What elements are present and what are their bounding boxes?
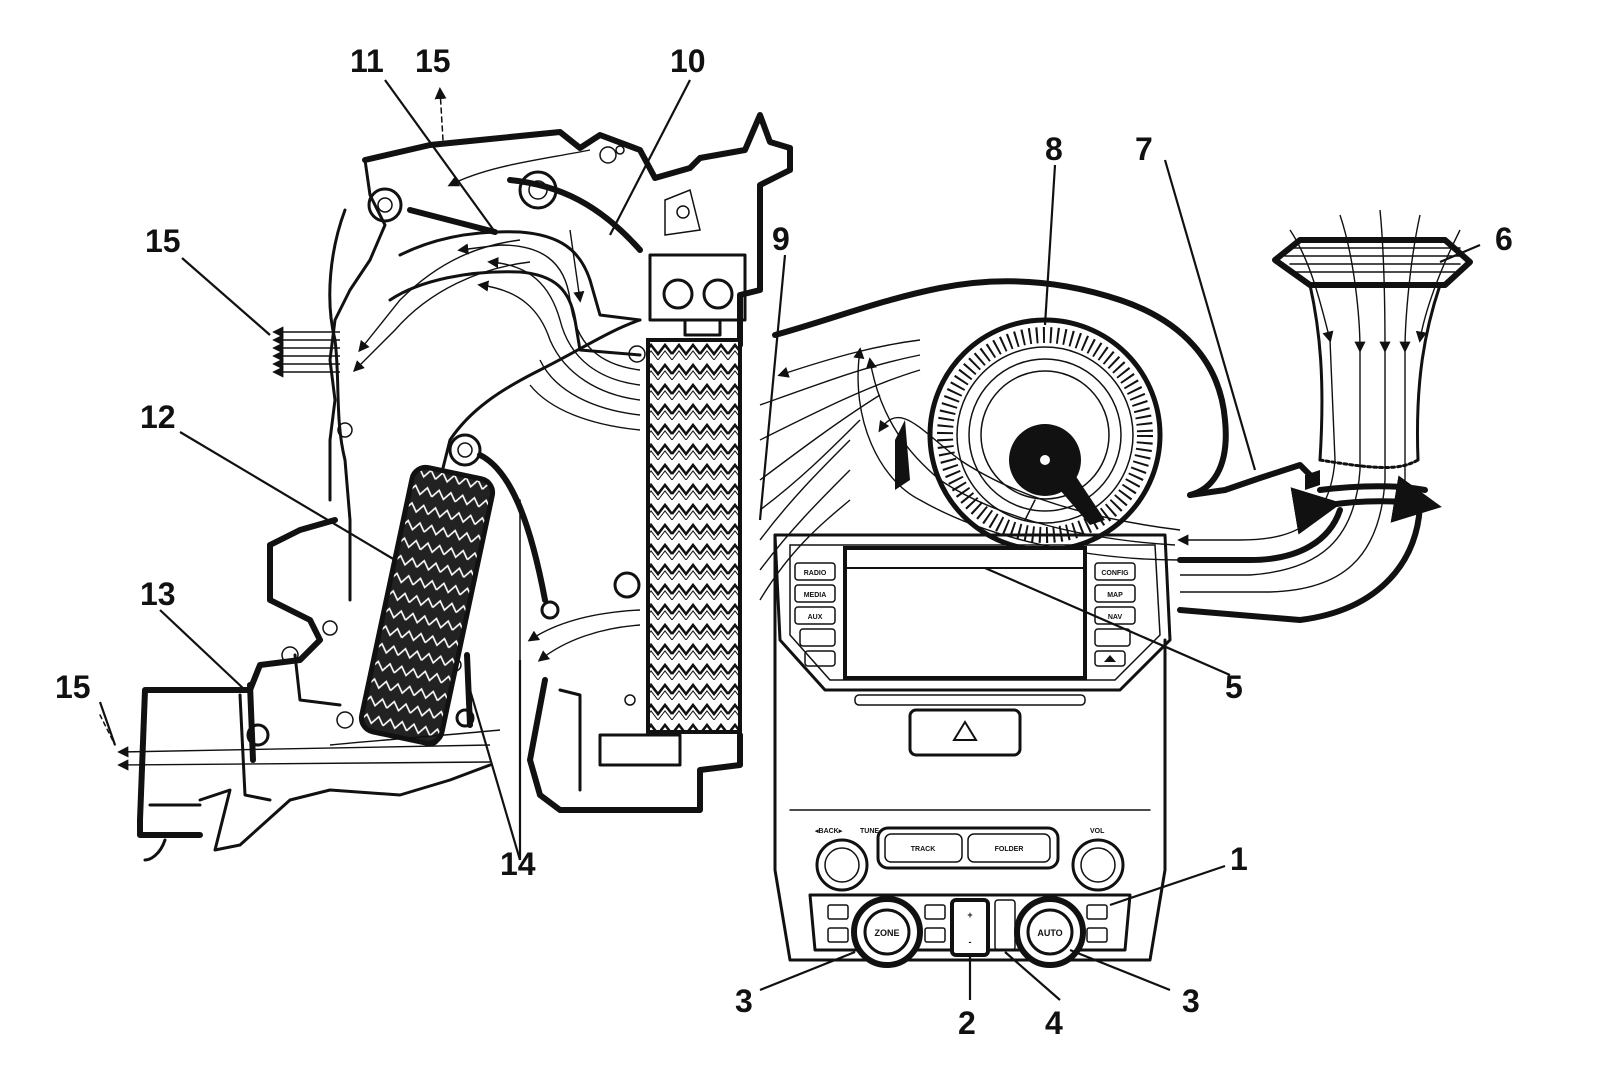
callout-12: 12 bbox=[140, 399, 176, 435]
leader-lines bbox=[98, 79, 1481, 1001]
mode-door bbox=[407, 207, 498, 235]
folder-label: FOLDER bbox=[995, 846, 1024, 853]
aux-button-label: AUX bbox=[808, 614, 823, 621]
media-button[interactable] bbox=[794, 584, 836, 603]
callout-1: 1 bbox=[1230, 841, 1248, 877]
mute-button[interactable] bbox=[804, 650, 836, 667]
front-defrost-button[interactable] bbox=[924, 904, 946, 920]
fan-decrease-label: - bbox=[969, 937, 972, 947]
callout-3-left: 3 bbox=[735, 983, 753, 1019]
track-label: TRACK bbox=[911, 846, 936, 853]
callout-10: 10 bbox=[670, 43, 706, 79]
callout-8: 8 bbox=[1045, 131, 1063, 167]
back-label: ◂BACK▸ bbox=[814, 828, 843, 835]
callout-14: 14 bbox=[500, 846, 536, 882]
callout-4: 4 bbox=[1045, 1005, 1063, 1041]
map-button-label: MAP bbox=[1107, 592, 1123, 599]
hvac-module-housing bbox=[137, 112, 793, 862]
back-soft-button[interactable] bbox=[1094, 628, 1131, 647]
temp-button[interactable] bbox=[827, 927, 849, 943]
eject-icon bbox=[1104, 655, 1116, 662]
callout-15-middle: 15 bbox=[145, 223, 181, 259]
radio-right-buttons: CONFIG MAP NAV bbox=[1094, 562, 1136, 667]
callout-labels: 11 15 10 8 7 6 9 15 12 13 15 14 5 1 3 2 … bbox=[55, 43, 1513, 1041]
vol-label: VOL bbox=[1090, 828, 1105, 835]
rear-defrost-button[interactable] bbox=[827, 904, 849, 920]
heater-core bbox=[358, 464, 496, 746]
config-button[interactable] bbox=[1094, 562, 1136, 581]
recirculation-button[interactable] bbox=[924, 927, 946, 943]
callout-15-bottom: 15 bbox=[55, 669, 91, 705]
ac-button[interactable] bbox=[1086, 904, 1108, 920]
tune-label: TUNE bbox=[860, 828, 879, 835]
phone-button[interactable] bbox=[799, 628, 836, 647]
track-button[interactable] bbox=[884, 833, 963, 863]
hazard-icon bbox=[952, 720, 978, 741]
evaporator-core bbox=[646, 338, 742, 734]
aux-button[interactable] bbox=[794, 606, 836, 625]
power-button[interactable] bbox=[1086, 927, 1108, 943]
housing-airflow-lines bbox=[117, 87, 641, 771]
radio-control-panel: RADIO MEDIA AUX CONFIG MAP NAV bbox=[773, 533, 1172, 757]
air-delivery-mode-button[interactable] bbox=[994, 899, 1016, 951]
hazard-button[interactable] bbox=[908, 708, 1022, 757]
radio-button[interactable] bbox=[794, 562, 836, 581]
zone-knob-label: ZONE bbox=[874, 928, 899, 938]
callout-2: 2 bbox=[958, 1005, 976, 1041]
radio-left-buttons: RADIO MEDIA AUX bbox=[794, 562, 836, 667]
callout-5: 5 bbox=[1225, 669, 1243, 705]
config-button-label: CONFIG bbox=[1101, 570, 1129, 577]
media-button-label: MEDIA bbox=[804, 592, 827, 599]
auto-knob-label: AUTO bbox=[1037, 928, 1062, 938]
callout-6: 6 bbox=[1495, 221, 1513, 257]
radio-button-label: RADIO bbox=[804, 570, 827, 577]
callout-3-right: 3 bbox=[1182, 983, 1200, 1019]
hvac-control-head bbox=[808, 893, 1132, 952]
folder-button[interactable] bbox=[967, 833, 1051, 863]
volume-knob[interactable] bbox=[1071, 838, 1125, 892]
temperature-door bbox=[464, 652, 473, 728]
eject-button[interactable] bbox=[1094, 650, 1126, 667]
display-screen bbox=[843, 546, 1087, 680]
fan-increase-label: + bbox=[967, 910, 972, 920]
nav-button-label: NAV bbox=[1108, 614, 1123, 621]
callout-13: 13 bbox=[140, 576, 176, 612]
air-inlet-duct bbox=[1177, 209, 1473, 623]
callout-15-top: 15 bbox=[415, 43, 451, 79]
map-button[interactable] bbox=[1094, 584, 1136, 603]
callout-7: 7 bbox=[1135, 131, 1153, 167]
callout-9: 9 bbox=[772, 221, 790, 257]
callout-11: 11 bbox=[350, 43, 384, 79]
tune-knob[interactable] bbox=[815, 838, 869, 892]
